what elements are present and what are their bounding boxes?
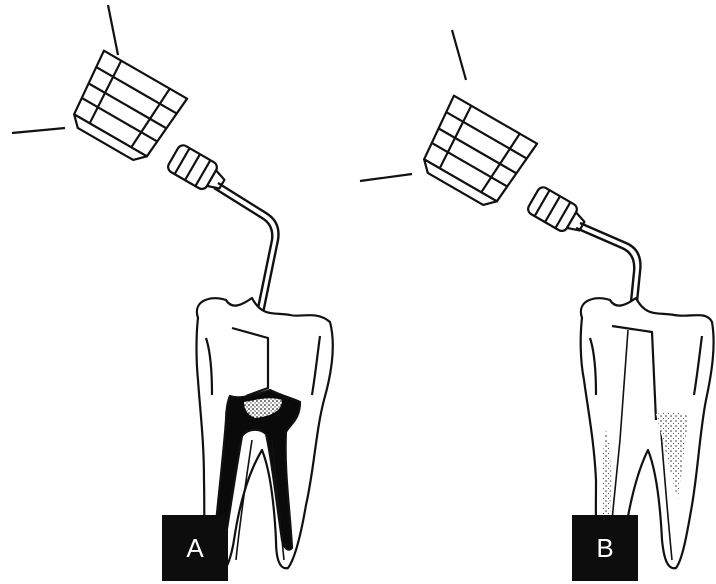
panel-label-b: B — [572, 515, 638, 581]
panel-b: B — [360, 30, 714, 581]
panel-label-a: A — [162, 515, 228, 581]
panel-a: A — [12, 5, 333, 581]
